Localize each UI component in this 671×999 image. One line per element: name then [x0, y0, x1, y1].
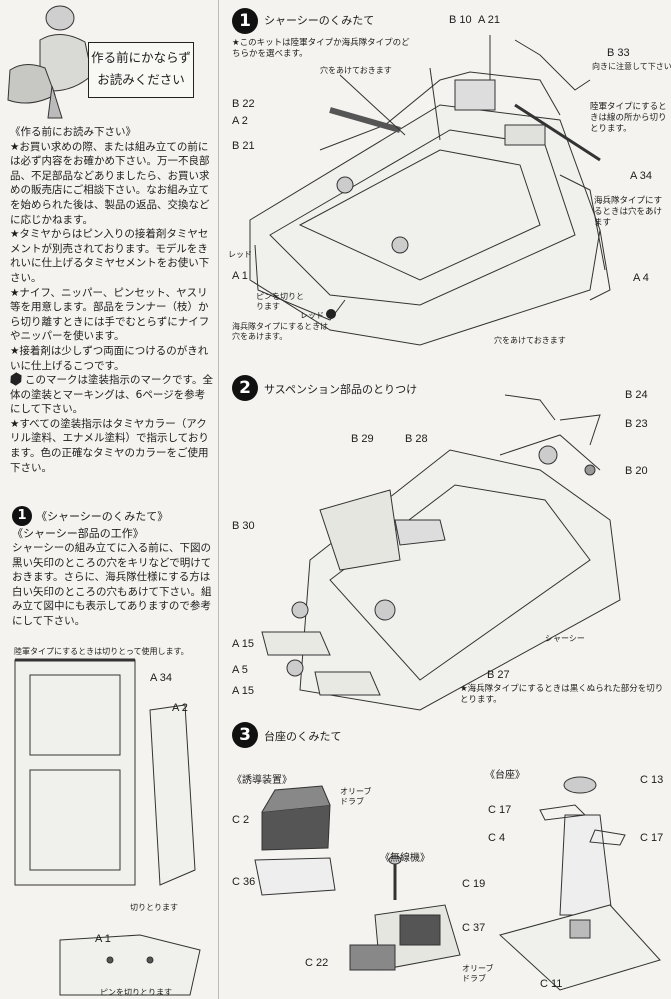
- part-c37: C 37: [462, 922, 486, 934]
- header-title-line2: お読みください: [97, 72, 185, 87]
- step3-base-label: 《台座》: [485, 770, 525, 781]
- part-a21: A 21: [478, 14, 501, 26]
- step1-direction-note: 向きに注意して下さい。: [592, 62, 671, 71]
- part-b30: B 30: [232, 520, 255, 532]
- label-a1-left: A 1: [95, 933, 111, 945]
- step1-number: 1: [232, 8, 258, 34]
- red-paint-icon: [326, 309, 336, 319]
- part-c17-top: C 17: [488, 804, 512, 816]
- paint-marker-icon: [8, 371, 24, 387]
- step2-chassis-label: シャーシー: [545, 634, 585, 643]
- step1-marine-note: 海兵隊タイプにするときは穴をあけます: [594, 196, 663, 228]
- part-c4: C 4: [488, 832, 506, 844]
- step2-chassis-drawing: [261, 394, 621, 711]
- label-cut-off: 切りとります: [130, 903, 178, 912]
- left-step-title: 《シャーシーのくみたて》: [36, 510, 169, 523]
- part-b24: B 24: [625, 389, 648, 401]
- step2-title: サスペンション部品のとりつけ: [264, 383, 418, 396]
- part-a15-bottom: A 15: [232, 685, 255, 697]
- intro-heading: 《作る前にお読み下さい》: [10, 126, 136, 138]
- step3-guidance-label: 《誘導装置》: [232, 775, 292, 786]
- part-b21: B 21: [232, 140, 255, 152]
- column-divider: [218, 0, 219, 999]
- intro-paragraph-4: ★接着剤は少しずつ両面につけるのがきれいに仕上げるこつです。: [10, 344, 209, 372]
- step1-hole-note-2: 穴をあけておきます: [494, 336, 566, 345]
- step3-parts-drawing: [254, 776, 661, 991]
- step1-red-label: レッド: [228, 250, 252, 259]
- part-b33: B 33: [607, 47, 630, 59]
- step1-pin-cut: ピンを切りとります: [256, 292, 304, 311]
- cut-note: 陸軍タイプにするときは切りとって使用します。: [14, 647, 189, 656]
- step1-hole-note: 穴をあけておきます: [320, 66, 392, 75]
- label-a2-left: A 2: [172, 702, 188, 714]
- step1-marine-note-2: 海兵隊タイプにするときは穴をあけます。: [232, 322, 329, 341]
- part-c36: C 36: [232, 876, 256, 888]
- step3-olive-1: オリーブドラブ: [340, 787, 372, 806]
- step3-title: 台座のくみたて: [264, 730, 342, 743]
- part-a5: A 5: [232, 664, 248, 676]
- part-a15-top: A 15: [232, 638, 255, 650]
- part-c13: C 13: [640, 774, 664, 786]
- part-a2: A 2: [232, 115, 248, 127]
- step3-number: 3: [232, 722, 258, 748]
- part-b27: B 27: [487, 669, 510, 681]
- read-before-building-box: 作る前にかならず お読みください: [88, 42, 194, 98]
- step1-army-note: 陸軍タイプにするときは線の所から切りとります。: [590, 102, 667, 134]
- label-a34-left: A 34: [150, 672, 173, 684]
- part-a1: A 1: [232, 270, 248, 282]
- part-c17-right: C 17: [640, 832, 664, 844]
- step1-note: ★このキットは陸軍タイプか海兵隊タイプのどちらかを選べます。: [232, 38, 410, 59]
- part-b23: B 23: [625, 418, 648, 430]
- part-b22: B 22: [232, 98, 255, 110]
- intro-paragraph-1: ★お買い求めの際、または組み立ての前には必ず内容をお確かめ下さい。万一不良部品、…: [10, 140, 210, 226]
- part-a4: A 4: [633, 272, 649, 284]
- left-step-text: シャーシーの組み立てに入る前に、下図の黒い矢印のところの穴をキリなどで明けておき…: [12, 542, 212, 627]
- step1-title: シャーシーのくみたて: [264, 14, 375, 27]
- part-c22: C 22: [305, 957, 329, 969]
- intro-paragraph-2: ★タミヤからはピン入りの接着剤タミヤセメントが別売されております。モデルをきれい…: [10, 228, 210, 284]
- soldier-illustration: [7, 5, 93, 119]
- part-b29: B 29: [351, 433, 374, 445]
- intro-paragraph-3: ★ナイフ、ニッパー、ピンセット、ヤスリ等を用意します。部品をランナー（枝）から切…: [10, 286, 210, 343]
- label-pin-cut-left: ピンを切りとります: [100, 988, 172, 997]
- step1-red2-label: レッド: [300, 309, 336, 321]
- header-title-line1: 作る前にかならず: [91, 50, 191, 65]
- step2-marine-note: ★海兵隊タイプにするときは黒くぬられた部分を切りとります。: [460, 684, 664, 705]
- part-c2: C 2: [232, 814, 250, 826]
- intro-text: 《作る前にお読み下さい》 ★お買い求めの際、または組み立ての前には必ず内容をお確…: [10, 125, 215, 475]
- left-step-number: 1: [12, 506, 32, 526]
- step3-olive-2: オリーブドラブ: [462, 964, 494, 983]
- intro-paragraph-6: ★すべての塗装指示はタミヤカラー（アクリル塗料、エナメル塗料）で指示しております…: [10, 417, 209, 474]
- part-c19: C 19: [462, 878, 486, 890]
- left-step-subtitle: 《シャーシー部品の工作》: [12, 527, 144, 540]
- part-b28: B 28: [405, 433, 428, 445]
- part-b10: B 10: [449, 14, 472, 26]
- part-b20: B 20: [625, 465, 648, 477]
- step3-radio-label: 《無線機》: [380, 853, 430, 864]
- step2-number: 2: [232, 375, 258, 401]
- left-step1-parts-drawing: [14, 658, 201, 996]
- part-a34: A 34: [630, 170, 653, 182]
- part-c11: C 11: [540, 978, 563, 990]
- step1-chassis-drawing: [249, 35, 611, 346]
- intro-paragraph-5: このマークは塗装指示のマークです。全体の塗装とマーキングは、6ページを参考にして…: [10, 373, 215, 417]
